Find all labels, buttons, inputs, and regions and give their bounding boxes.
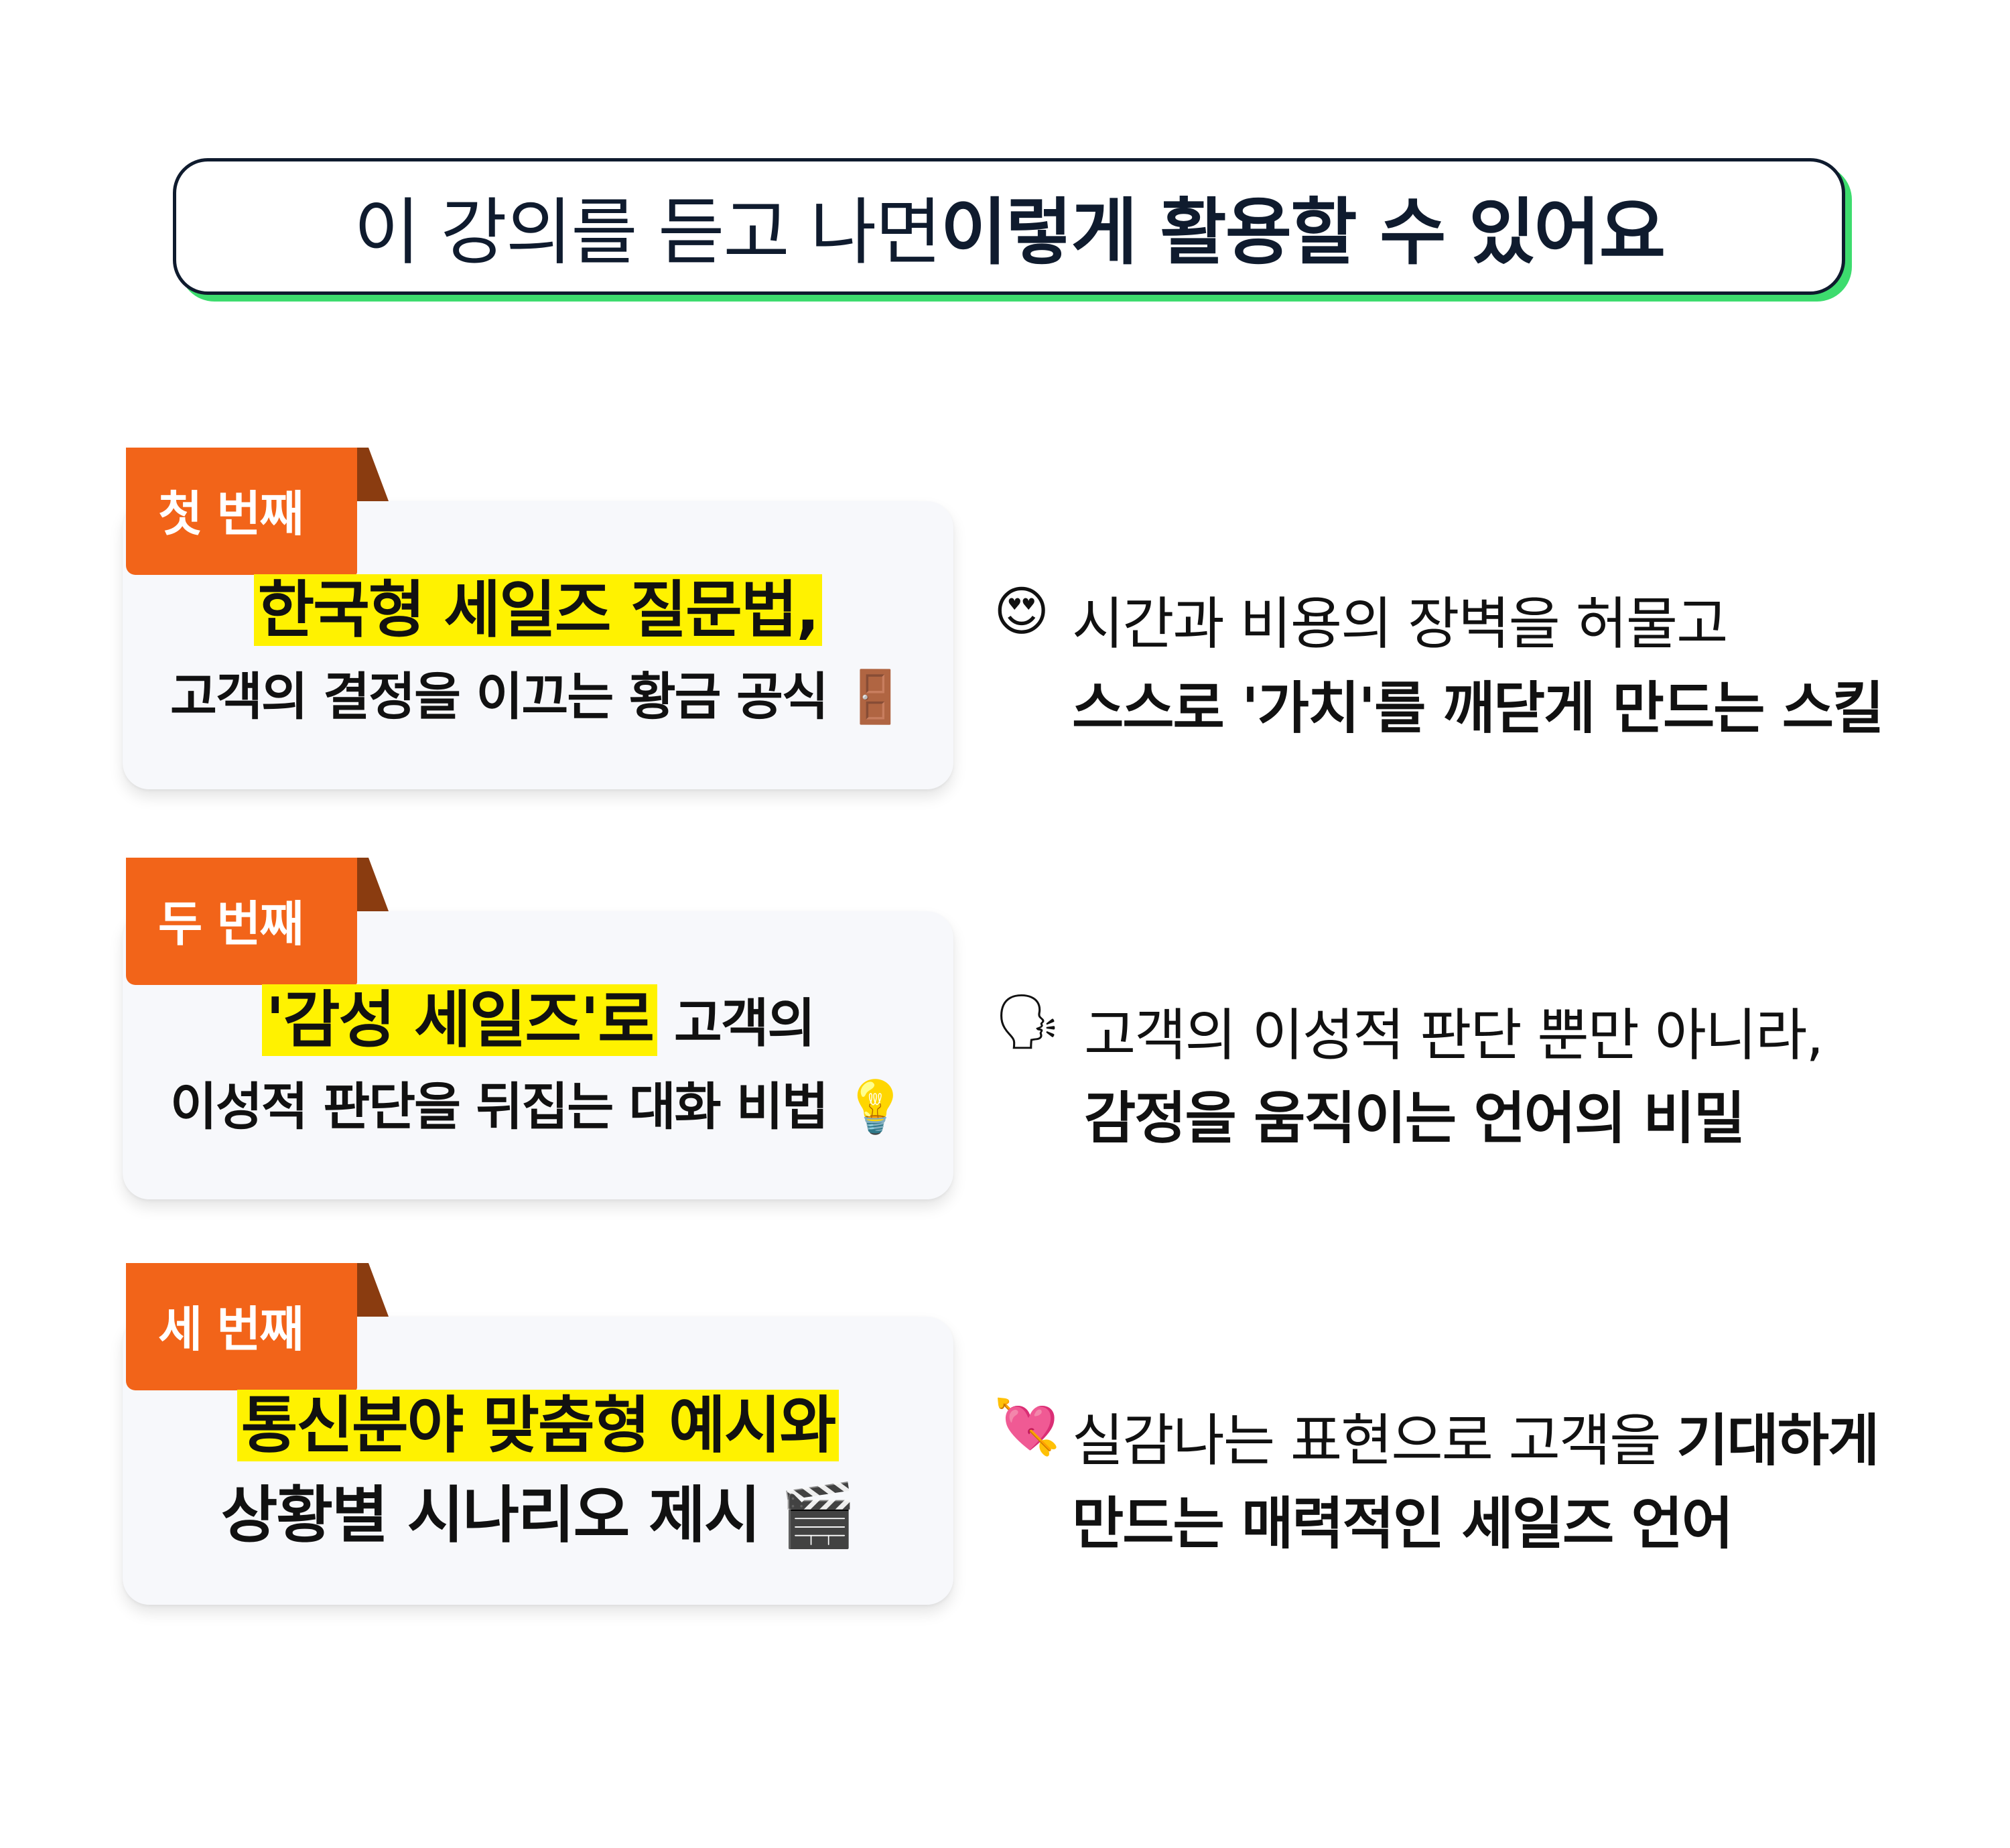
benefit-card-subline: 고객의 결정을 이끄는 황금 공식 🚪 [123,655,953,729]
benefit-description-line1: 시간과 비용의 장벽을 허물고 [1072,591,1728,657]
description-normal: 실감나는 표현으로 고객을 [1072,1408,1677,1473]
benefit-card-subline: 이성적 판단을 뒤집는 대화 비법 💡 [123,1065,953,1139]
door-icon: 🚪 [844,667,907,726]
benefit-tab-label: 두 번째 [126,858,357,985]
headline-rest: 고객의 [657,994,815,1054]
benefit-description-line2: 만드는 매력적인 세일즈 언어 [1072,1491,1733,1557]
tab-fold [355,858,389,911]
benefit-description-line2: 감정을 움직이는 언어의 비밀 [1084,1085,1745,1151]
page-title-normal: 이 강의를 듣고 나면 [353,191,942,275]
clapper-board-icon: 🎬 [779,1479,857,1551]
tab-fold [355,1263,389,1317]
highlighted-text: 통신분야 맞춤형 예시와 [237,1390,840,1461]
subline-text: 이성적 판단을 뒤집는 대화 비법 [170,1077,829,1136]
page-title: 이 강의를 듣고 나면 이렇게 활용할 수 있어요 [173,158,1845,295]
benefit-description-line1: 고객의 이성적 판단 뿐만 아니라, [1084,1002,1824,1068]
speaking-head-icon: 🗣 [994,990,1062,1053]
heart-eyes-icon: 😍 [994,580,1050,643]
highlighted-text: 한국형 세일즈 질문법, [253,574,823,646]
highlighted-text: '감성 세일즈'로 [261,984,657,1056]
tab-fold [355,448,389,501]
subline-text: 상황별 시나리오 제시 [220,1479,761,1551]
heart-with-arrow-icon: 💘 [994,1396,1061,1458]
benefit-tab-label: 첫 번째 [126,448,357,575]
lightbulb-icon: 💡 [844,1077,907,1136]
subline-text: 고객의 결정을 이끄는 황금 공식 [170,667,829,726]
benefit-card-headline: 한국형 세일즈 질문법, [123,560,953,649]
benefit-card-headline: 통신분야 맞춤형 예시와 [123,1376,953,1465]
benefit-card-headline: '감성 세일즈'로 고객의 [123,970,953,1059]
benefit-tab-label: 세 번째 [126,1263,357,1390]
benefit-description-line1: 실감나는 표현으로 고객을 기대하게 [1072,1396,1879,1477]
benefit-card-subline: 상황별 시나리오 제시 🎬 [123,1465,953,1555]
description-bold: 기대하게 [1676,1408,1879,1473]
benefit-description-line2: 스스로 '가치'를 깨닫게 만드는 스킬 [1072,675,1884,741]
page-title-bold: 이렇게 활용할 수 있어요 [940,191,1666,275]
